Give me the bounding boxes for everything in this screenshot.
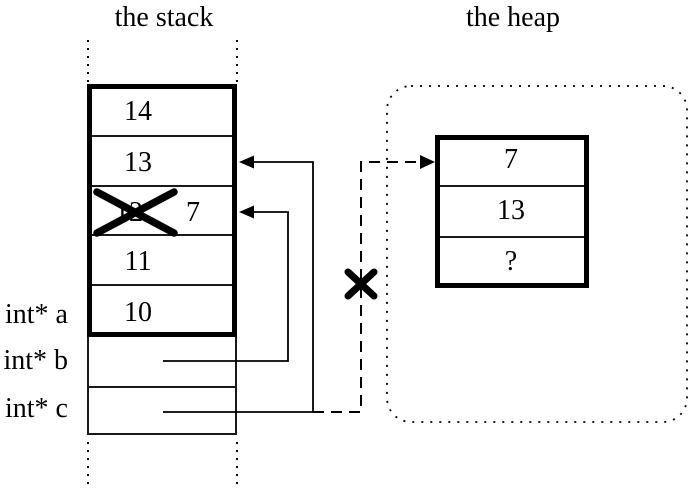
stack-cell-new-value: 7 bbox=[186, 197, 200, 228]
heap-cell-value: 13 bbox=[497, 195, 525, 226]
dangling-pointer-dashed-line bbox=[313, 161, 420, 413]
pointer-label-a: int* a bbox=[5, 299, 68, 330]
stack-cell-value: 13 bbox=[124, 147, 152, 178]
pointer-label-c: int* c bbox=[5, 393, 68, 424]
stack-cell-divider bbox=[92, 284, 232, 286]
heap-cell-value: 7 bbox=[504, 144, 518, 175]
stack-cell-divider bbox=[87, 386, 237, 388]
pointer-label-b: int* b bbox=[3, 345, 68, 376]
stack-cell-value: 14 bbox=[124, 96, 152, 127]
arrow-left-icon bbox=[239, 155, 254, 169]
stack-cell-divider bbox=[92, 135, 232, 137]
invalid-pointer-x-icon bbox=[344, 268, 378, 300]
heap-cell-divider bbox=[440, 236, 584, 238]
heap-cell-value: ? bbox=[504, 246, 518, 277]
heap-title: the heap bbox=[465, 2, 561, 33]
stack-cell-value: 11 bbox=[124, 246, 152, 277]
arrow-right-icon bbox=[420, 155, 435, 169]
heap-cell-divider bbox=[440, 185, 584, 187]
stack-cell-divider bbox=[92, 185, 232, 187]
stack-cell-value: 10 bbox=[124, 297, 152, 328]
arrow-left-icon bbox=[239, 205, 254, 219]
stack-title: the stack bbox=[114, 2, 214, 33]
stack-cell-divider bbox=[92, 234, 232, 236]
